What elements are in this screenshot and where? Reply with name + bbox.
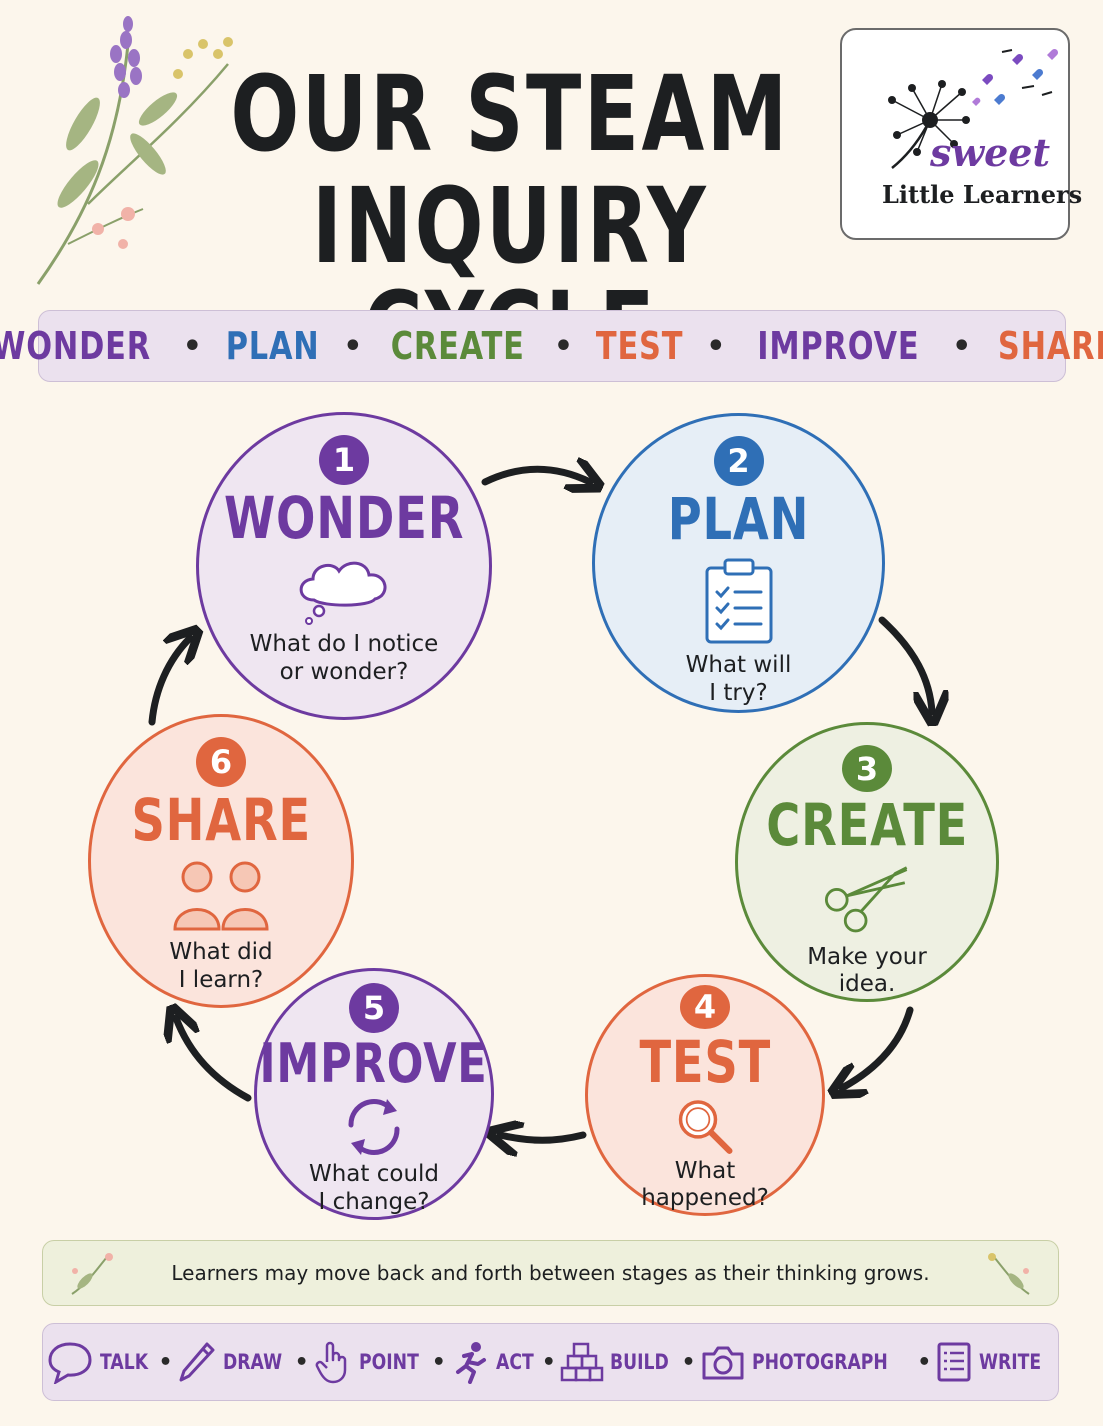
stage-question: What happened? bbox=[641, 1157, 769, 1212]
stage-circle-test: 4 TEST What happened? bbox=[585, 974, 825, 1216]
stage-question: What do I notice or wonder? bbox=[249, 631, 439, 685]
lavender-sprig-decoration bbox=[36, 16, 233, 285]
stage-question: Make your idea. bbox=[807, 943, 927, 998]
stage-circle-create: 3 CREATE Make your idea. bbox=[735, 722, 999, 1002]
stage-summary-bar: WONDER • PLAN • CREATE • TEST • IMPROVE … bbox=[0, 310, 1103, 382]
stage-circle-share: 6 SHARE What did I learn? bbox=[88, 714, 354, 1008]
flower-sprig-left-icon bbox=[71, 1253, 113, 1295]
stage-bar-share: SHARE bbox=[998, 324, 1103, 368]
clipboard-checklist-icon bbox=[705, 558, 772, 644]
mode-label: TALK bbox=[99, 1350, 148, 1374]
stage-bar-plan: PLAN bbox=[225, 324, 320, 368]
separator-dot: • bbox=[182, 328, 202, 364]
separator-dot: • bbox=[158, 1349, 173, 1375]
dandelion-icon bbox=[888, 48, 1059, 169]
refresh-arrows-icon bbox=[348, 1099, 400, 1155]
note-text: Learners may move back and forth between… bbox=[171, 1261, 930, 1285]
mode-write: WRITE bbox=[935, 1340, 1055, 1384]
stage-name: SHARE bbox=[131, 786, 311, 854]
mode-label: DRAW bbox=[222, 1350, 282, 1374]
stage-name: WONDER bbox=[223, 484, 465, 552]
sweet-little-learners-logo: sweet Little Learners bbox=[840, 28, 1082, 240]
separator-dot: • bbox=[681, 1349, 696, 1375]
stage-question: What could I change? bbox=[308, 1161, 440, 1215]
mode-talk: TALK bbox=[46, 1340, 159, 1384]
stage-circle-improve: 5 IMPROVE What could I change? bbox=[254, 968, 494, 1220]
expression-modes-bar: TALK • DRAW • POINT • ACT • BUILD • PHOT… bbox=[42, 1323, 1059, 1401]
separator-dot: • bbox=[917, 1349, 932, 1375]
page-title-line-1: OUR STEAM bbox=[230, 53, 790, 175]
mode-act: ACT bbox=[450, 1340, 542, 1384]
stage-bar-create: CREATE bbox=[391, 324, 526, 368]
magnifying-glass-icon bbox=[678, 1099, 733, 1154]
note-bar: Learners may move back and forth between… bbox=[42, 1240, 1059, 1306]
mode-label: WRITE bbox=[979, 1350, 1042, 1374]
two-people-icon bbox=[173, 861, 269, 931]
mode-label: ACT bbox=[495, 1350, 534, 1374]
scissors-icon bbox=[824, 866, 908, 933]
logo-sweet-text: sweet bbox=[930, 130, 1051, 175]
mode-label: POINT bbox=[358, 1350, 419, 1374]
mode-draw: DRAW bbox=[177, 1340, 295, 1384]
stage-bar-wonder: WONDER bbox=[0, 324, 151, 368]
separator-dot: • bbox=[343, 328, 363, 364]
separator-dot: • bbox=[952, 328, 972, 364]
separator-dot: • bbox=[553, 328, 574, 364]
stage-name: PLAN bbox=[667, 485, 810, 553]
stage-number-badge: 2 bbox=[713, 436, 764, 486]
camera-icon bbox=[702, 1346, 744, 1380]
logo-little-learners-text: Little Learners bbox=[882, 180, 1083, 209]
stage-question: What will I try? bbox=[685, 652, 792, 706]
stage-number-badge: 3 bbox=[842, 745, 892, 793]
pointing-hand-icon bbox=[315, 1341, 346, 1384]
stage-bar-improve: IMPROVE bbox=[757, 324, 920, 368]
notepad-icon bbox=[937, 1342, 971, 1382]
stage-number-badge: 6 bbox=[196, 737, 246, 787]
flower-sprig-right-icon bbox=[988, 1253, 1030, 1295]
stage-name: IMPROVE bbox=[259, 1032, 489, 1095]
mode-label: BUILD bbox=[609, 1350, 669, 1374]
stage-question: What did I learn? bbox=[169, 939, 273, 993]
stage-circle-wonder: 1 WONDER What do I notice or wonder? bbox=[196, 412, 492, 720]
stage-name: CREATE bbox=[766, 791, 968, 860]
running-person-icon bbox=[455, 1342, 486, 1384]
mode-label: PHOTOGRAPH bbox=[751, 1350, 888, 1374]
separator-dot: • bbox=[294, 1349, 309, 1375]
speech-bubble-icon bbox=[48, 1342, 92, 1384]
stage-name: TEST bbox=[639, 1027, 771, 1096]
stage-circle-plan: 2 PLAN What will I try? bbox=[592, 413, 885, 713]
stage-bar-test: TEST bbox=[595, 324, 684, 368]
thought-cloud-icon bbox=[299, 561, 387, 625]
stage-number-badge: 4 bbox=[680, 985, 730, 1029]
stage-number-badge: 1 bbox=[319, 435, 369, 485]
separator-dot: • bbox=[541, 1349, 556, 1375]
mode-point: POINT bbox=[313, 1340, 432, 1384]
stage-number-badge: 5 bbox=[349, 983, 399, 1033]
blocks-icon bbox=[560, 1342, 604, 1382]
separator-dot: • bbox=[431, 1349, 446, 1375]
separator-dot: • bbox=[706, 328, 726, 364]
mode-build: BUILD bbox=[560, 1340, 682, 1384]
mode-photograph: PHOTOGRAPH bbox=[700, 1342, 918, 1382]
pencil-icon bbox=[179, 1342, 215, 1382]
